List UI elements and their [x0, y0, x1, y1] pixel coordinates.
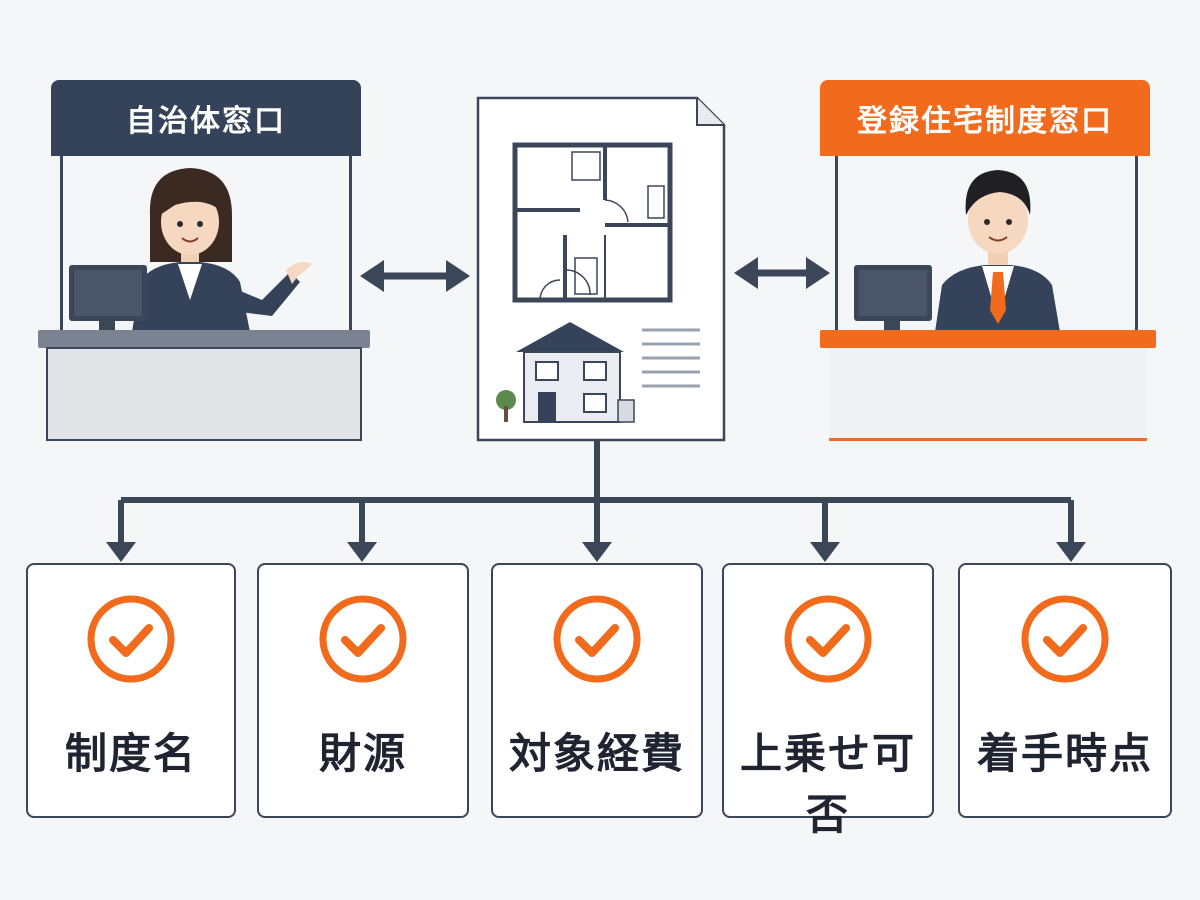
checklist-card: 着手時点 — [958, 563, 1172, 818]
female-staff-illustration — [132, 168, 312, 332]
branch-arrowheads — [106, 542, 1086, 562]
right-booth-post — [835, 152, 838, 332]
checklist-label: 着手時点 — [976, 729, 1153, 778]
checklist-label: 上乗せ可否 — [739, 729, 916, 839]
right-counter-body — [829, 348, 1147, 440]
check-circle-icon — [319, 595, 407, 683]
floor-plan-document — [476, 96, 726, 442]
double-arrow-left — [360, 260, 470, 292]
left-booth-post — [349, 152, 352, 332]
document-text-lines — [642, 328, 700, 388]
house-icon — [496, 322, 635, 423]
checklist-label: 制度名 — [64, 729, 197, 778]
double-arrow-right — [734, 257, 830, 289]
right-booth-post — [1135, 152, 1138, 332]
male-staff-illustration — [935, 170, 1060, 332]
checklist-label: 対象経費 — [508, 729, 685, 778]
right-counter — [820, 152, 1156, 441]
check-circle-icon — [553, 595, 641, 683]
right-counter-top — [820, 330, 1156, 348]
checklist-card: 制度名 — [26, 563, 236, 818]
municipal-counter-label: 自治体窓口 — [51, 80, 361, 156]
checklist-label: 財源 — [318, 729, 407, 778]
left-booth-post — [60, 152, 63, 332]
branch-connector — [118, 440, 1074, 545]
left-counter — [38, 152, 370, 441]
monitor-icon — [69, 265, 147, 331]
left-counter-body — [46, 347, 362, 441]
check-circle-icon — [784, 595, 872, 683]
checklist-card: 上乗せ可否 — [722, 563, 934, 839]
checklist-card: 対象経費 — [491, 563, 703, 818]
check-circle-icon — [87, 595, 175, 683]
monitor-icon — [854, 265, 932, 331]
registered-housing-counter-label: 登録住宅制度窓口 — [820, 80, 1150, 156]
floor-plan-icon — [512, 142, 673, 303]
check-circle-icon — [1021, 595, 1109, 683]
left-counter-top — [38, 330, 370, 348]
checklist-card: 財源 — [257, 563, 469, 818]
